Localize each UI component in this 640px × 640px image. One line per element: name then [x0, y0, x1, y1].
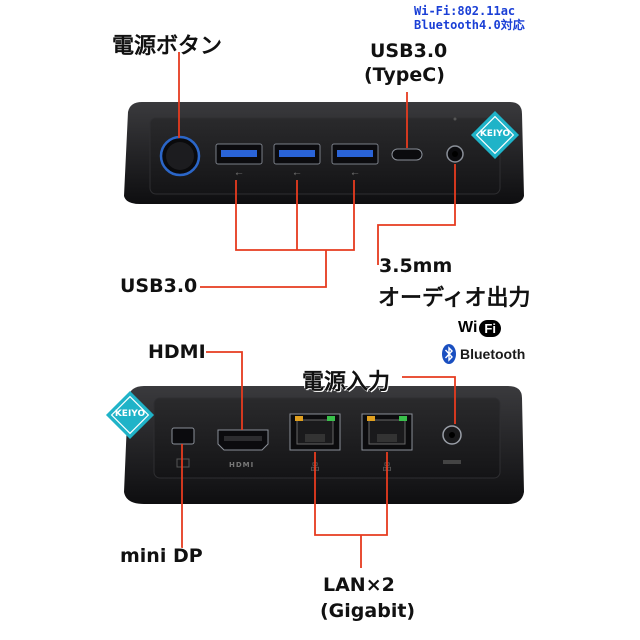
keiyo-badge-bottom-text: KEIYO: [114, 409, 146, 419]
wifi-logo: Wi Fi: [458, 316, 510, 340]
leader-usb-a: [200, 180, 355, 288]
leader-lan: [314, 452, 388, 568]
svg-text:⭠: ⭠: [293, 169, 300, 179]
leader-audio: [377, 164, 456, 265]
usb-a-ports: ⭠ ⭠ ⭠: [215, 143, 379, 179]
label-lan-line2: (Gigabit): [320, 600, 416, 622]
mini-dp-port: [171, 427, 195, 445]
front-device: ⭠ ⭠ ⭠: [124, 102, 524, 204]
label-power-button: 電源ボタン: [112, 34, 223, 59]
keiyo-badge-top-text: KEIYO: [479, 129, 511, 139]
label-bluetooth-spec: Bluetooth4.0対応: [414, 18, 525, 32]
keiyo-badge-bottom: [105, 390, 155, 440]
label-usb-c-line2: (TypeC): [364, 64, 445, 86]
hdmi-port-marking: HDMI: [229, 461, 255, 469]
label-mini-dp: mini DP: [120, 545, 203, 567]
bluetooth-logo: Bluetooth: [442, 344, 525, 364]
leader-power-input: [402, 376, 456, 424]
lan-port-2: 品: [361, 413, 413, 473]
back-device: 品 品: [124, 386, 524, 504]
label-audio-line2: オーディオ出力: [378, 286, 531, 311]
svg-text:⭠: ⭠: [351, 169, 358, 179]
usb-c-port: [391, 148, 423, 161]
bluetooth-logo-text: Bluetooth: [460, 346, 526, 362]
label-lan-line1: LAN×2: [323, 574, 395, 596]
label-audio-line1: 3.5mm: [379, 255, 453, 277]
label-usb-c-line1: USB3.0: [370, 40, 448, 62]
keiyo-badge-top: [470, 110, 520, 160]
wifi-logo-wi: Wi: [458, 319, 478, 336]
label-hdmi: HDMI: [148, 341, 206, 363]
leader-hdmi: [206, 351, 243, 430]
wifi-logo-fi: Fi: [479, 319, 501, 337]
lan-port-1: 品: [289, 413, 341, 473]
svg-text:⭠: ⭠: [235, 169, 242, 179]
bluetooth-icon: [442, 344, 456, 364]
label-wifi-spec: Wi-Fi:802.11ac: [414, 4, 516, 18]
label-usb-a: USB3.0: [120, 275, 198, 297]
label-power-input: 電源入力: [302, 370, 391, 395]
